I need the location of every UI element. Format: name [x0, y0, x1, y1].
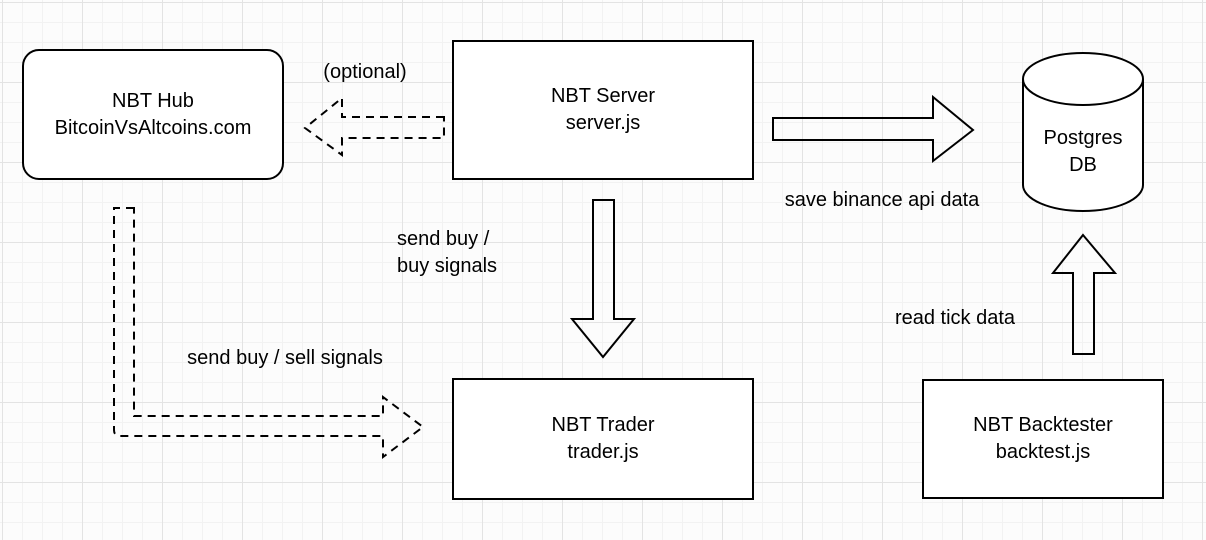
node-nbt-trader-shape — [452, 378, 754, 500]
edge-label-send-buy-line1: send buy / — [397, 228, 490, 250]
edge-label-send-buy-sell-signals: send buy / sell signals — [187, 347, 383, 369]
node-postgres-db: Postgres DB — [1023, 92, 1143, 212]
node-nbt-server-title: NBT Server — [550, 85, 656, 107]
node-nbt-trader-subtitle: trader.js — [567, 441, 639, 463]
node-nbt-server: NBT Server server.js — [453, 41, 753, 179]
node-nbt-backtester-shape — [922, 379, 1164, 499]
arrow-hub-to-trader-dashed — [113, 207, 425, 459]
node-nbt-trader-title: NBT Trader — [551, 414, 655, 436]
arrow-server-to-hub-dashed — [303, 95, 445, 157]
node-nbt-backtester-subtitle: backtest.js — [995, 441, 1091, 463]
node-nbt-backtester: NBT Backtester backtest.js — [923, 380, 1163, 498]
edge-label-optional: (optional) — [323, 61, 407, 83]
node-postgres-db-title: Postgres — [1043, 127, 1123, 149]
edge-label-read-tick-data: read tick data — [894, 307, 1016, 329]
node-nbt-server-subtitle: server.js — [565, 112, 641, 134]
node-nbt-hub-subtitle: BitcoinVsAltcoins.com — [54, 116, 252, 139]
edge-label-send-buy-line2: buy signals — [397, 255, 498, 277]
arrow-server-to-postgres — [772, 94, 975, 164]
node-nbt-hub-shape — [22, 49, 284, 180]
edge-label-send-buy-signals: send buy / buy signals — [397, 226, 497, 280]
node-nbt-hub-title: NBT Hub — [112, 89, 194, 112]
edge-label-save-binance-api-data: save binance api data — [784, 189, 980, 211]
node-nbt-trader: NBT Trader trader.js — [453, 379, 753, 499]
arrow-backtester-to-postgres — [1050, 233, 1118, 355]
node-nbt-backtester-title: NBT Backtester — [973, 414, 1113, 436]
node-postgres-db-subtitle: DB — [1069, 154, 1097, 176]
node-nbt-hub: NBT Hub BitcoinVsAltcoins.com — [23, 50, 283, 179]
node-nbt-server-shape — [452, 40, 754, 180]
node-postgres-db-shape — [1022, 52, 1144, 212]
arrow-server-to-trader — [569, 199, 637, 359]
